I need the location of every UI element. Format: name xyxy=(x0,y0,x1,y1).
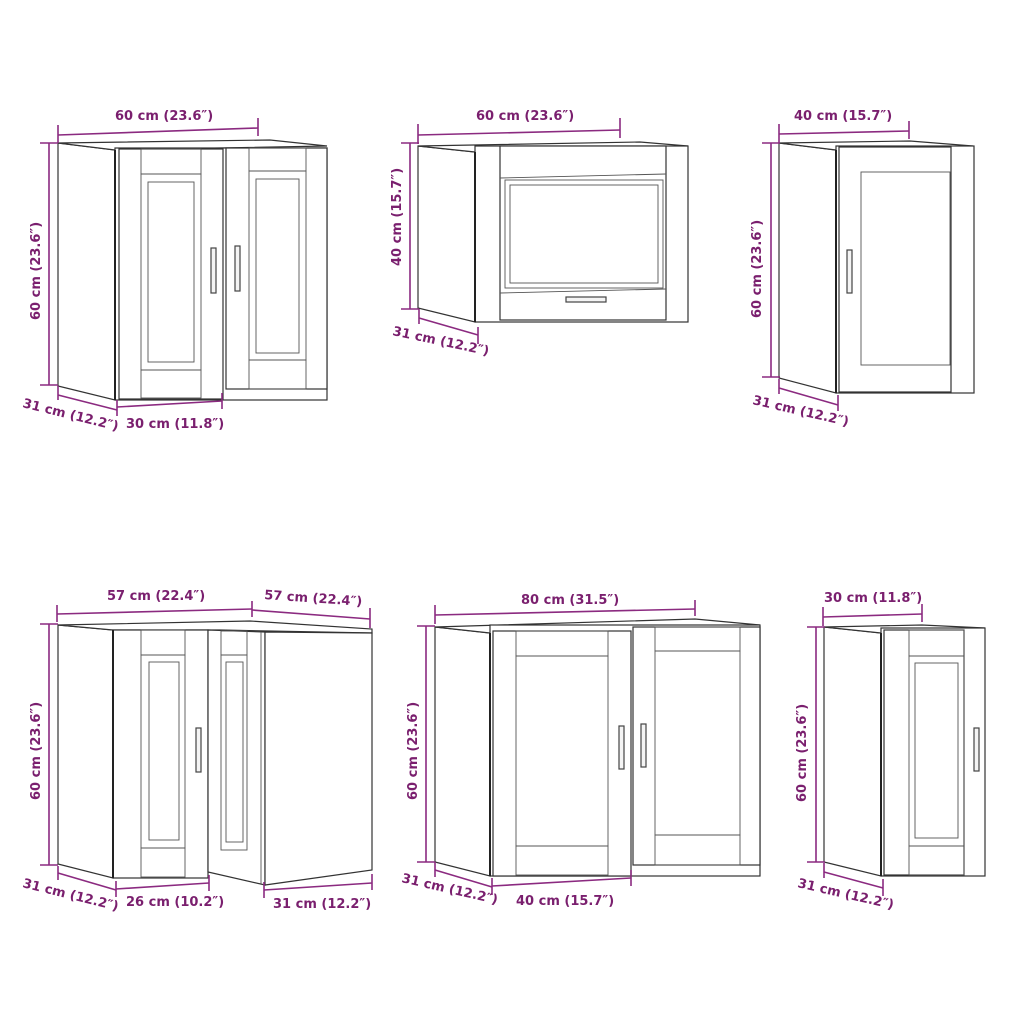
cab4-width-left-label: 57 cm (22.4″) xyxy=(107,589,205,604)
cab5-left-handle xyxy=(618,725,625,770)
cab4-left-inner-panel xyxy=(148,661,180,841)
cab5-side-panel xyxy=(434,626,491,877)
cab4-angled-door xyxy=(207,629,266,886)
cabinet-2-flip-up xyxy=(417,141,689,323)
cab1-left-handle xyxy=(210,247,217,294)
cab4-width-right-label: 57 cm (22.4″) xyxy=(264,588,363,610)
cabinet-4-corner xyxy=(57,620,373,886)
cab2-width-label: 60 cm (23.6″) xyxy=(476,109,574,124)
cab1-side-panel xyxy=(57,142,116,401)
cab2-height-label: 40 cm (15.7″) xyxy=(390,168,405,266)
cab5-height-label: 60 cm (23.6″) xyxy=(406,702,421,800)
cab6-height-label: 60 cm (23.6″) xyxy=(795,704,810,802)
cab1-left-panel-frame xyxy=(140,173,202,371)
cab1-left-inner-panel xyxy=(147,181,195,363)
cabinet-1-dimensions: 60 cm (23.6″) 60 cm (23.6″) 31 cm (12.2″… xyxy=(21,109,259,435)
cab1-depth-label: 31 cm (12.2″) xyxy=(21,396,120,434)
cab1-right-inner-panel xyxy=(255,178,300,354)
cab4-left-front xyxy=(112,629,209,879)
cab6-depth-label: 31 cm (12.2″) xyxy=(796,876,895,913)
cab3-height-label: 60 cm (23.6″) xyxy=(750,220,765,318)
cab4-height-label: 60 cm (23.6″) xyxy=(29,702,44,800)
cab3-handle xyxy=(846,249,853,294)
cab3-depth-label: 31 cm (12.2″) xyxy=(751,393,850,430)
cab1-door-width-label: 30 cm (11.8″) xyxy=(126,417,224,432)
cab1-width-label: 60 cm (23.6″) xyxy=(115,109,213,124)
cab1-right-door xyxy=(225,147,328,390)
cab5-left-door xyxy=(492,630,632,877)
cab6-inner-panel xyxy=(914,662,959,839)
cab6-handle xyxy=(973,727,980,772)
cab5-left-glass xyxy=(515,655,609,847)
cab5-right-door xyxy=(632,626,761,866)
cab4-handle xyxy=(195,727,202,773)
cab4-angled-panel-frame xyxy=(220,654,248,851)
cab1-left-door xyxy=(118,148,224,400)
cab2-handle xyxy=(565,296,607,303)
cab2-depth-label: 31 cm (12.2″) xyxy=(391,324,490,359)
cabinet-4-dimensions: 57 cm (22.4″) 57 cm (22.4″) 60 cm (23.6″… xyxy=(21,588,373,915)
cab4-side-panel xyxy=(57,624,114,879)
cab5-right-handle xyxy=(640,723,647,768)
cabinet-1-double-door xyxy=(57,139,328,401)
cab5-door-width-label: 40 cm (15.7″) xyxy=(516,894,614,909)
cab4-right-side xyxy=(264,631,373,886)
cabinet-6-narrow-single-door xyxy=(823,624,986,877)
cab1-height-label: 60 cm (23.6″) xyxy=(29,222,44,320)
cab4-door-width-label: 26 cm (10.2″) xyxy=(126,895,224,910)
cabinet-5-wide-double-door xyxy=(434,618,761,877)
cab2-glass-frame xyxy=(504,179,664,289)
cab2-door xyxy=(499,145,667,321)
cab6-panel-frame xyxy=(908,655,965,847)
cab3-glass-panel xyxy=(860,171,951,366)
cab6-side-panel xyxy=(823,626,882,877)
cab3-side-panel xyxy=(778,142,837,394)
cab6-width-label: 30 cm (11.8″) xyxy=(824,591,922,606)
cab3-width-label: 40 cm (15.7″) xyxy=(794,109,892,124)
cab4-depth-right-label: 31 cm (12.2″) xyxy=(273,897,371,912)
cab2-glass-panel xyxy=(509,184,659,284)
cab2-side-panel xyxy=(417,145,476,323)
cab4-left-panel-frame xyxy=(140,654,186,849)
cabinet-3-single-door xyxy=(778,140,975,394)
cab5-right-glass xyxy=(654,650,741,836)
cab4-depth-left-label: 31 cm (12.2″) xyxy=(21,876,120,914)
cab6-door xyxy=(883,629,965,876)
cab1-right-panel-frame xyxy=(248,170,307,361)
cab3-door xyxy=(838,146,952,393)
cab5-depth-label: 31 cm (12.2″) xyxy=(400,871,499,908)
cab5-width-label: 80 cm (31.5″) xyxy=(521,593,619,608)
cab1-right-handle xyxy=(234,245,241,292)
cab4-angled-inner-panel xyxy=(225,661,244,843)
